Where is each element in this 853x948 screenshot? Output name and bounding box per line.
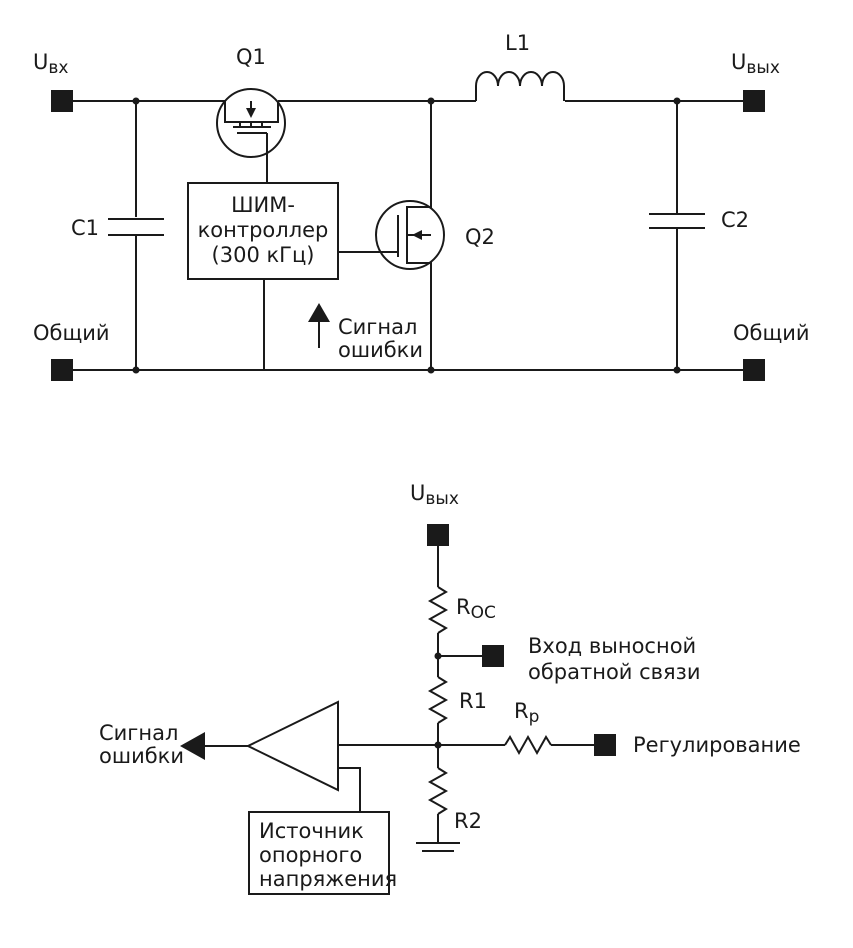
junction: [132, 97, 140, 105]
roc-label: RОС: [456, 595, 496, 623]
junction: [673, 97, 681, 105]
error-signal-label-line2: ошибки: [338, 338, 423, 362]
q1-label: Q1: [236, 45, 266, 69]
vin-terminal[interactable]: [51, 90, 73, 112]
c2-label: C2: [721, 208, 749, 232]
c1-plates: [108, 218, 164, 236]
vin-label: Uвх: [33, 50, 68, 78]
common-right-terminal[interactable]: [743, 359, 765, 381]
r2-label: R2: [454, 809, 482, 833]
r1-label: R1: [459, 689, 487, 713]
remote-feedback-label-line1: Вход выносной: [528, 634, 696, 658]
reference-label-line2: опорного: [259, 843, 362, 867]
regulation-label: Регулирование: [633, 733, 801, 757]
common-left-terminal[interactable]: [51, 359, 73, 381]
c2-plates: [649, 213, 705, 229]
buck-converter: Uвх Uвых Q1 L1 C1 C2 Q2 Общий Общий ШИМ-…: [33, 31, 810, 381]
remote-feedback-label-line2: обратной связи: [528, 660, 701, 684]
q1-mosfet: [216, 88, 286, 183]
reference-wire: [338, 767, 361, 812]
error-amplifier: [245, 700, 339, 792]
c1-label: C1: [71, 216, 99, 240]
junction: [673, 366, 681, 374]
ground-symbol: [416, 842, 460, 852]
junction: [427, 97, 435, 105]
reference-box: [248, 811, 390, 895]
junction: [427, 366, 435, 374]
error-signal-arrowhead: [308, 303, 330, 322]
r1-resistor: [427, 676, 449, 724]
junction: [434, 741, 442, 749]
l1-inductor: [475, 71, 565, 101]
vout-terminal[interactable]: [743, 90, 765, 112]
error-signal-out-label-line1: Сигнал: [99, 721, 178, 745]
reference-label-line1: Источник: [259, 819, 364, 843]
rp-resistor: [504, 734, 552, 756]
feedback-vout-label: Uвых: [410, 481, 459, 509]
q2-mosfet: [338, 101, 445, 370]
common-left-label: Общий: [33, 321, 110, 345]
common-right-label: Общий: [733, 321, 810, 345]
error-signal-out-label-line2: ошибки: [99, 744, 184, 768]
pwm-label-line1: ШИМ-: [231, 193, 295, 217]
l1-label: L1: [505, 31, 530, 55]
q2-label: Q2: [465, 225, 495, 249]
roc-resistor: [427, 586, 449, 634]
r2-resistor: [427, 767, 449, 815]
remote-feedback-terminal[interactable]: [482, 645, 504, 667]
error-signal-output-arrow: [180, 732, 205, 760]
regulation-terminal[interactable]: [594, 734, 616, 756]
reference-label-line3: напряжения: [259, 867, 397, 891]
rp-label: Rр: [514, 699, 539, 727]
feedback-vout-terminal[interactable]: [427, 524, 449, 546]
pwm-label-line2: контроллер: [198, 218, 329, 242]
junction: [434, 652, 442, 660]
junction: [132, 366, 140, 374]
error-signal-label-line1: Сигнал: [338, 315, 417, 339]
vout-label: Uвых: [731, 50, 780, 78]
pwm-label-line3: (300 кГц): [212, 243, 315, 267]
feedback-network: Uвых RОС R1 R2 Rр Вход выносной: [99, 481, 801, 895]
